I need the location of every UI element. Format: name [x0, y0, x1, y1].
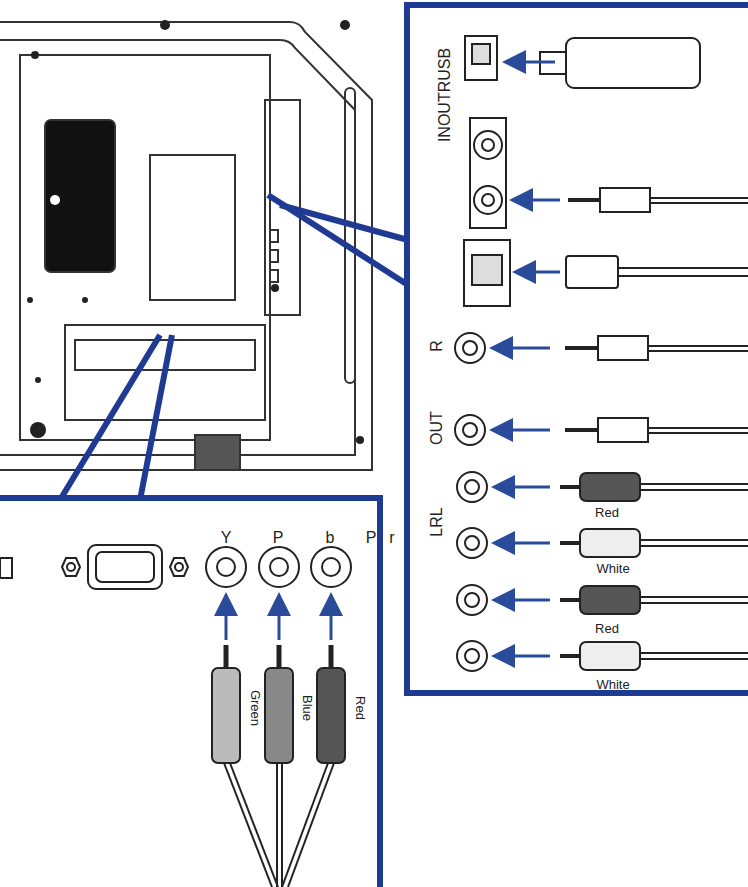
- port-label: Y: [221, 530, 232, 546]
- insert-arrows: [226, 598, 331, 640]
- port-label: r: [389, 530, 394, 546]
- screw-holes: [27, 20, 364, 444]
- port-label: R: [429, 340, 445, 352]
- right-panel-ports: [455, 36, 700, 671]
- port-label: INOUTRUSB: [437, 48, 453, 142]
- port-label: OUT: [429, 411, 445, 445]
- inset-frame: [0, 498, 380, 887]
- port-label: White: [596, 678, 629, 691]
- port-label: White: [596, 562, 629, 575]
- port-label: b: [326, 530, 335, 546]
- port-label: Red: [354, 696, 367, 720]
- port-label: P: [366, 530, 377, 546]
- component-plugs: [212, 645, 345, 887]
- monitor-back: [0, 22, 372, 470]
- port-label: Red: [595, 622, 619, 635]
- leader-lines: [60, 195, 408, 500]
- port-label: Green: [249, 690, 262, 726]
- port-label: LRL: [429, 507, 445, 536]
- inset-frame: [407, 5, 748, 693]
- insert-arrows: [495, 62, 560, 656]
- port-label: Red: [595, 506, 619, 519]
- port-label: Blue: [301, 695, 314, 721]
- plugs: [560, 188, 748, 670]
- bottom-panel-ports: [0, 545, 351, 589]
- port-label: P: [273, 530, 284, 546]
